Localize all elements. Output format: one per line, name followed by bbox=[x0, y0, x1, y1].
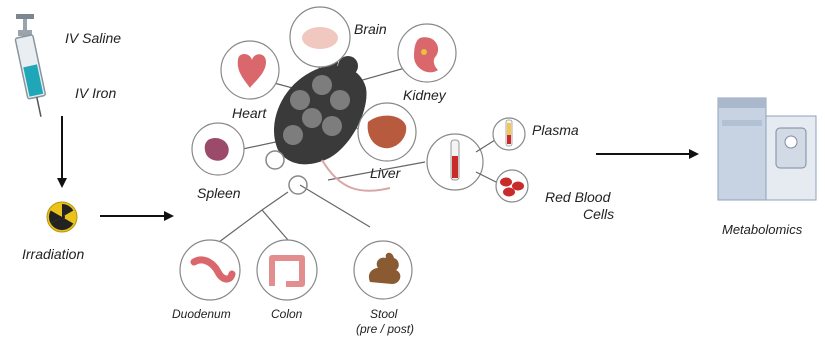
radiation-icon bbox=[47, 202, 77, 232]
mass-spectrometer-icon bbox=[718, 98, 816, 200]
spleen-organ bbox=[192, 123, 244, 175]
metabolomics-label: Metabolomics bbox=[722, 222, 803, 237]
stool-label: Stool bbox=[370, 307, 398, 321]
spleen-label: Spleen bbox=[197, 185, 241, 201]
kidney-organ bbox=[398, 24, 456, 82]
duodenum-label: Duodenum bbox=[172, 307, 231, 321]
stool-note-label: (pre / post) bbox=[356, 322, 414, 336]
colon-label: Colon bbox=[271, 307, 303, 321]
plasma-tube bbox=[493, 118, 525, 150]
duodenum-organ bbox=[180, 240, 240, 300]
kidney-label: Kidney bbox=[403, 87, 447, 103]
brain-label: Brain bbox=[354, 21, 387, 37]
red-blood-cells bbox=[496, 170, 528, 202]
rbc-label-line1: Red Blood bbox=[545, 189, 612, 205]
colon-organ bbox=[257, 240, 317, 300]
plasma-connector bbox=[476, 140, 495, 152]
heart-organ bbox=[221, 41, 279, 99]
liver-organ bbox=[358, 103, 416, 161]
syringe-icon bbox=[15, 14, 50, 119]
heart-label: Heart bbox=[232, 105, 267, 121]
iv-iron-label: IV Iron bbox=[75, 85, 116, 101]
iv-saline-label: IV Saline bbox=[65, 30, 121, 46]
rbc-label-line2: Cells bbox=[583, 206, 614, 222]
brain-organ bbox=[290, 7, 350, 67]
irradiation-label: Irradiation bbox=[22, 246, 84, 262]
liver-label: Liver bbox=[370, 165, 402, 181]
blood-tube bbox=[427, 134, 483, 190]
plasma-label: Plasma bbox=[532, 122, 579, 138]
stool-organ bbox=[354, 241, 412, 299]
